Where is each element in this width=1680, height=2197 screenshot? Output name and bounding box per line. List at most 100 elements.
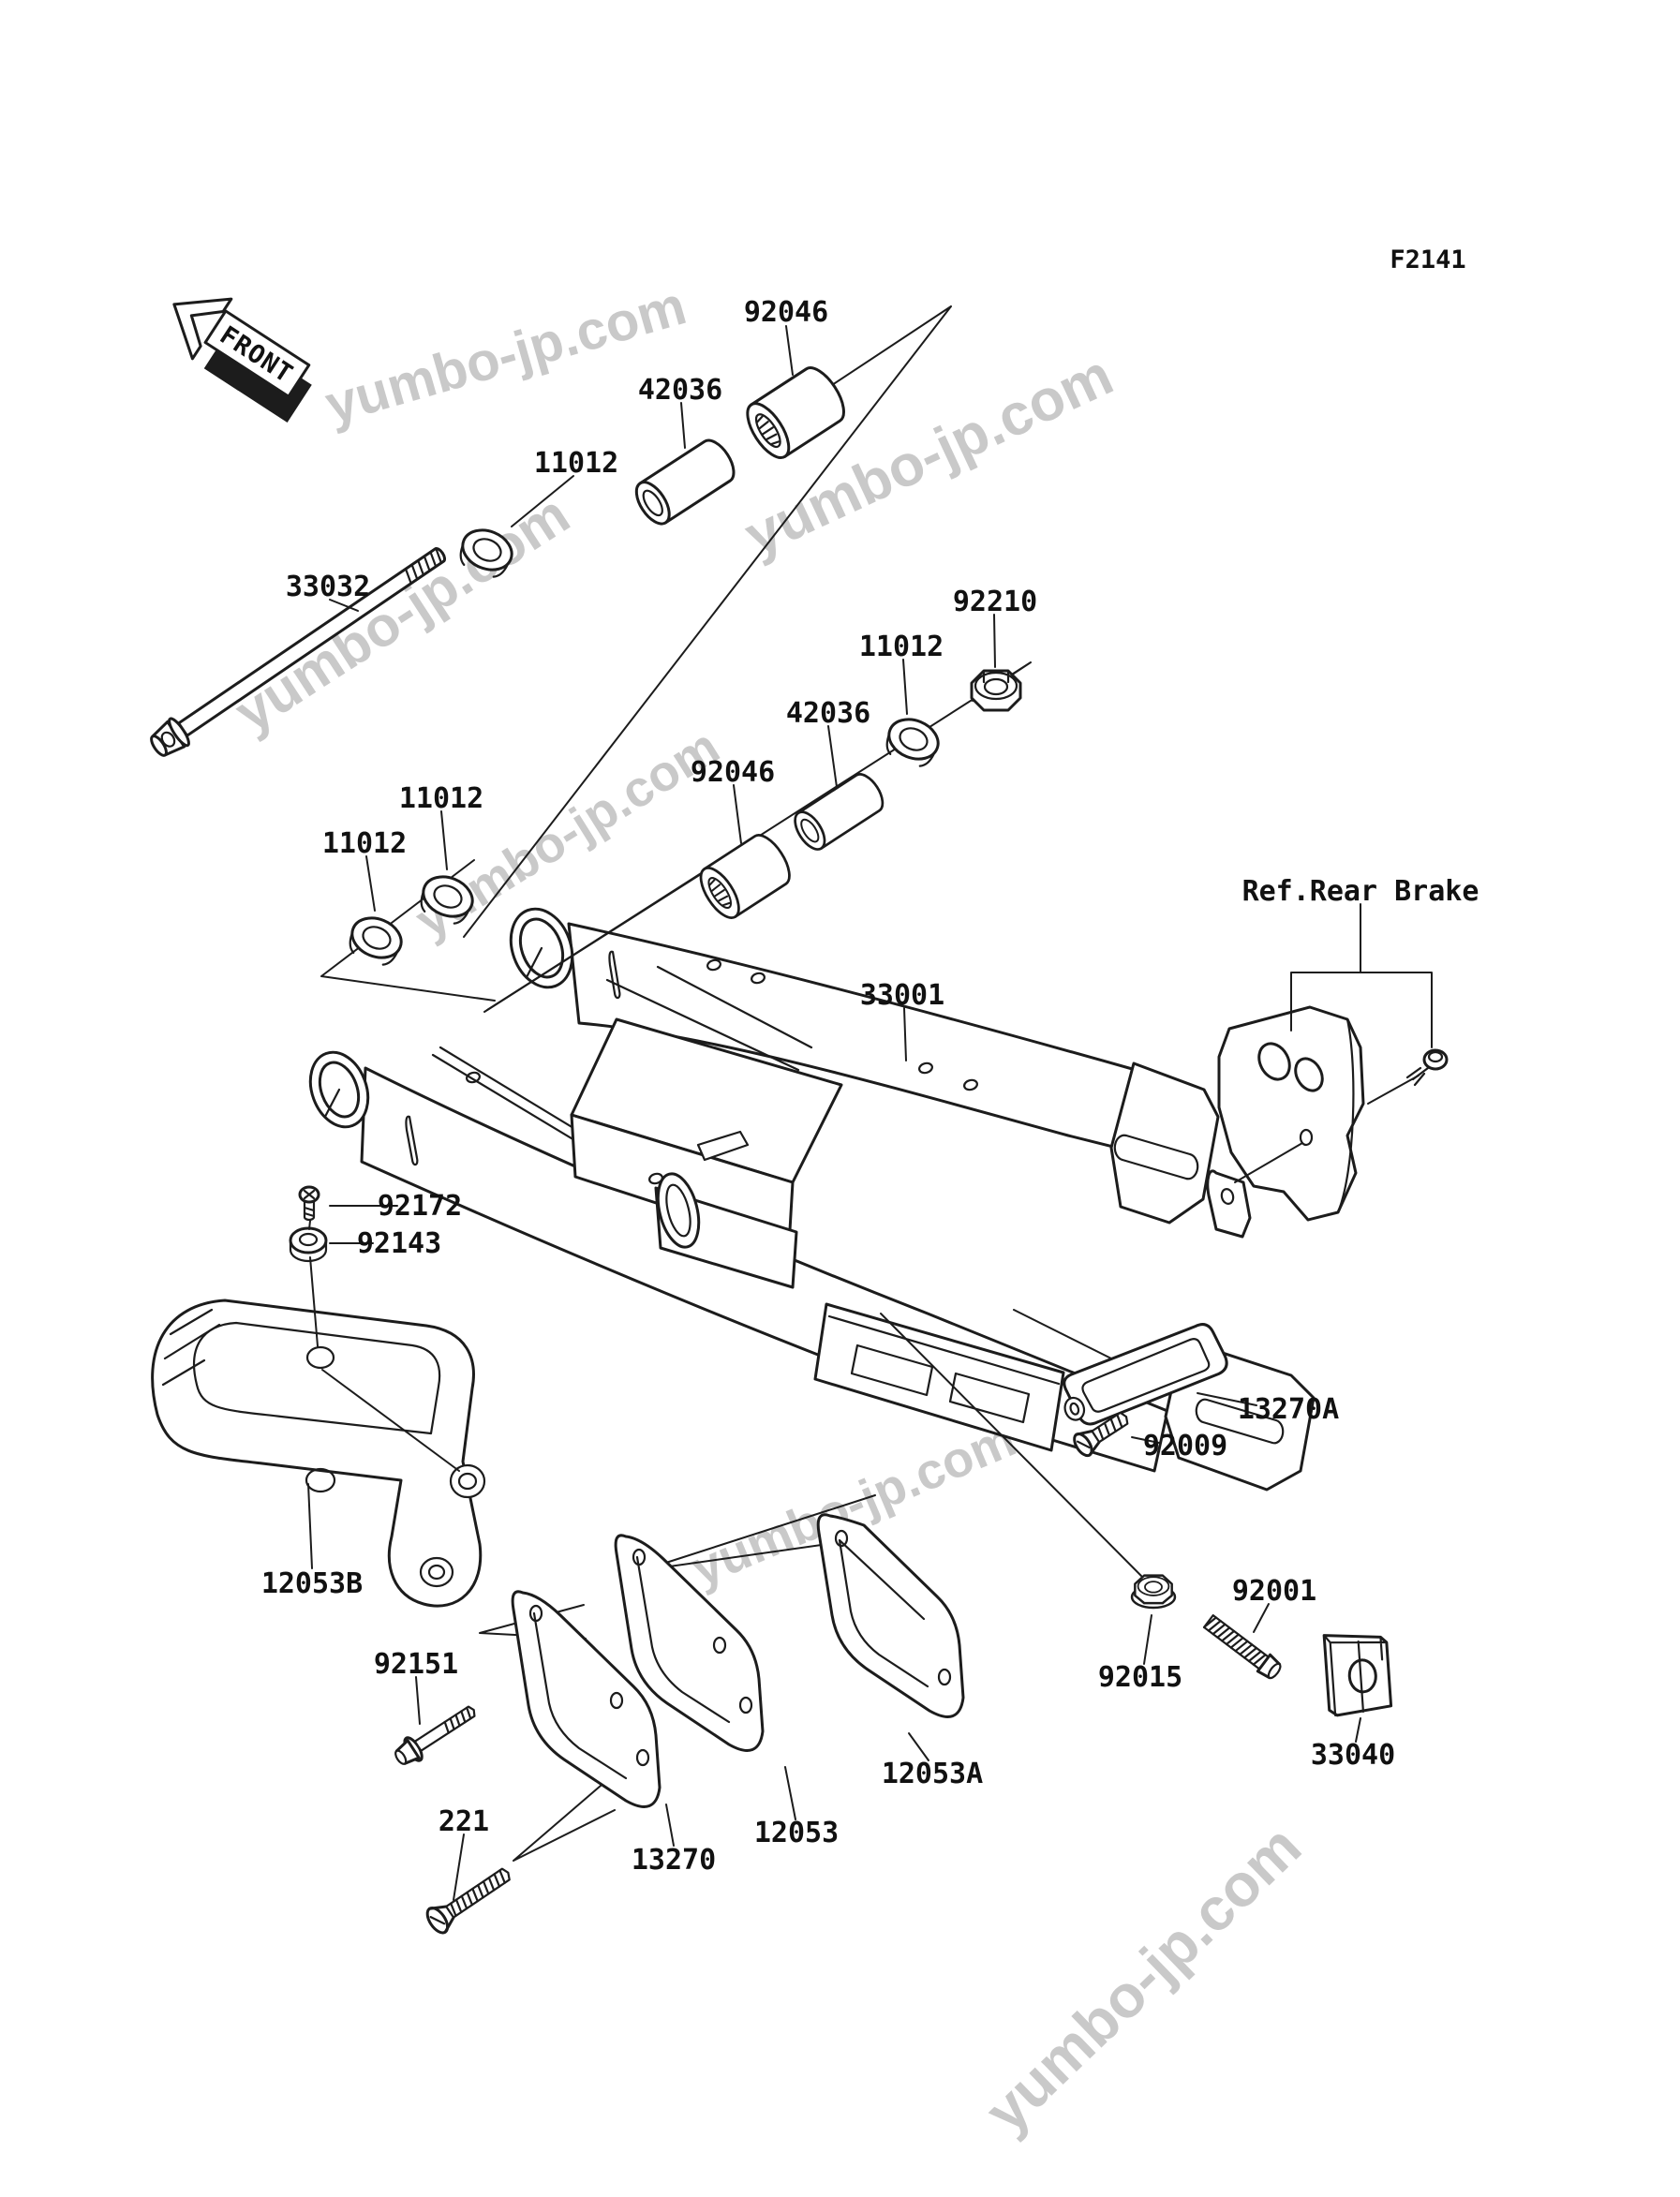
boss-ring xyxy=(449,1463,486,1499)
far-arm-tab xyxy=(608,950,621,1000)
washer-top xyxy=(289,1226,328,1254)
plate-inner xyxy=(532,1611,628,1780)
leader-33001 xyxy=(903,1007,907,1061)
leader-92015 xyxy=(1143,1614,1152,1665)
screw-slot xyxy=(1076,1440,1091,1449)
adjuster-block-33040 xyxy=(1322,1634,1393,1717)
plate-hole xyxy=(738,1696,753,1715)
far-dropout-slot xyxy=(1113,1134,1199,1180)
leader-11012-left-a xyxy=(365,855,376,912)
arm-hole xyxy=(751,972,766,985)
gasket-tab-hole xyxy=(1069,1402,1080,1416)
leader-13270 xyxy=(665,1804,675,1847)
boss-tick xyxy=(525,946,543,979)
plate-hole xyxy=(609,1691,624,1710)
bracket-edge xyxy=(1336,1017,1355,1214)
plate-inner xyxy=(635,1555,731,1724)
near-arm-tab xyxy=(405,1115,419,1166)
nut-92210 xyxy=(970,669,1022,712)
part-label-33001: 33001 xyxy=(860,979,944,1012)
bracket-tab-leader xyxy=(1234,1142,1303,1183)
boss-ring xyxy=(419,1556,454,1588)
nut-92015 xyxy=(1130,1574,1177,1610)
arm-hole xyxy=(648,1172,663,1185)
screw-92009 xyxy=(1073,1411,1129,1458)
part-label-92001: 92001 xyxy=(1232,1575,1316,1608)
plate-hole xyxy=(528,1604,543,1623)
leader-nut-hidden xyxy=(880,1313,1142,1577)
part-label-13270A: 13270A xyxy=(1238,1393,1339,1426)
slider-window xyxy=(192,1321,441,1435)
arrow-banner xyxy=(203,309,311,398)
rear-brake-bracket xyxy=(1217,903,1449,1222)
boss-hole xyxy=(457,1472,478,1491)
screw-92172 xyxy=(298,1185,320,1222)
tab-hole xyxy=(1220,1188,1235,1205)
near-pivot-boss xyxy=(308,1050,370,1129)
collar-42036-mid xyxy=(787,767,890,856)
leader-92172 xyxy=(308,1205,398,1230)
part-label-11012-top: 11012 xyxy=(534,447,618,480)
guide-block-12053A xyxy=(816,1513,965,1718)
guide-plate-12053 xyxy=(614,1534,765,1752)
boss-inner xyxy=(318,1061,361,1119)
front-arrow-icon: FRONT xyxy=(172,297,312,423)
gasket-inner xyxy=(1081,1338,1211,1413)
leader-11012-top xyxy=(511,475,574,527)
pad-outer xyxy=(656,1172,701,1249)
part-label-42036-mid: 42036 xyxy=(786,697,870,730)
gasket-13270A xyxy=(1063,1323,1228,1426)
bracket-hole-small xyxy=(1299,1128,1314,1147)
screw-threads xyxy=(1405,1066,1430,1087)
arrow-head xyxy=(172,297,233,361)
block-outline xyxy=(816,1513,965,1718)
part-label-92210: 92210 xyxy=(953,586,1037,618)
block-hole xyxy=(1347,1658,1377,1694)
part-label-92046-mid: 92046 xyxy=(691,756,775,789)
chain-guard-edge xyxy=(827,1314,1061,1386)
nut-bore xyxy=(1144,1581,1163,1594)
leader-92046-mid xyxy=(733,784,742,844)
screw-threads xyxy=(1097,1413,1123,1441)
bolt-head-end xyxy=(394,1749,408,1765)
leader-lines xyxy=(307,325,1361,1901)
block-edges xyxy=(1323,1634,1388,1717)
bolt-shank xyxy=(413,1705,476,1752)
plate-hole xyxy=(712,1636,727,1655)
screw-shank xyxy=(445,1867,511,1919)
watermark-text: yumbo-jp.com xyxy=(224,482,580,745)
leader-42036-top xyxy=(680,402,686,449)
bracket-hole xyxy=(1257,1042,1291,1081)
leader-11012-left-b xyxy=(440,810,448,870)
part-label-92143: 92143 xyxy=(357,1227,441,1260)
boss-hole xyxy=(427,1564,446,1581)
wedge-top-set xyxy=(463,305,952,938)
part-label-92015: 92015 xyxy=(1098,1661,1182,1694)
part-label-42036-top: 42036 xyxy=(638,374,722,407)
slider-hatch xyxy=(161,1308,221,1387)
screw-head-top xyxy=(1427,1050,1444,1063)
pad-fin xyxy=(696,1130,750,1162)
pad-inner xyxy=(665,1183,691,1238)
block-pocket xyxy=(838,1538,929,1688)
slider-rear-boss xyxy=(449,1463,486,1499)
near-dropout-slot xyxy=(1195,1398,1285,1445)
drawing-layer: FRONT xyxy=(150,297,1449,1935)
head-hole xyxy=(160,731,176,748)
slider-hole xyxy=(305,1467,336,1493)
part-label-221: 221 xyxy=(439,1805,489,1838)
seal-11012-mid xyxy=(880,710,946,771)
leader-12053A xyxy=(908,1732,929,1761)
leader-92151 xyxy=(415,1676,421,1725)
collar-42036-top xyxy=(628,433,742,531)
far-dropout xyxy=(1109,1061,1220,1225)
guard-slot xyxy=(948,1372,1031,1424)
part-label-33040: 33040 xyxy=(1311,1739,1395,1772)
guard-plate-13270 xyxy=(511,1590,662,1808)
screw-cone xyxy=(1075,1429,1101,1457)
boss-inner xyxy=(518,917,565,979)
arm-hole xyxy=(466,1071,481,1084)
screw-cone xyxy=(427,1905,455,1934)
screw-slot xyxy=(429,1916,446,1925)
